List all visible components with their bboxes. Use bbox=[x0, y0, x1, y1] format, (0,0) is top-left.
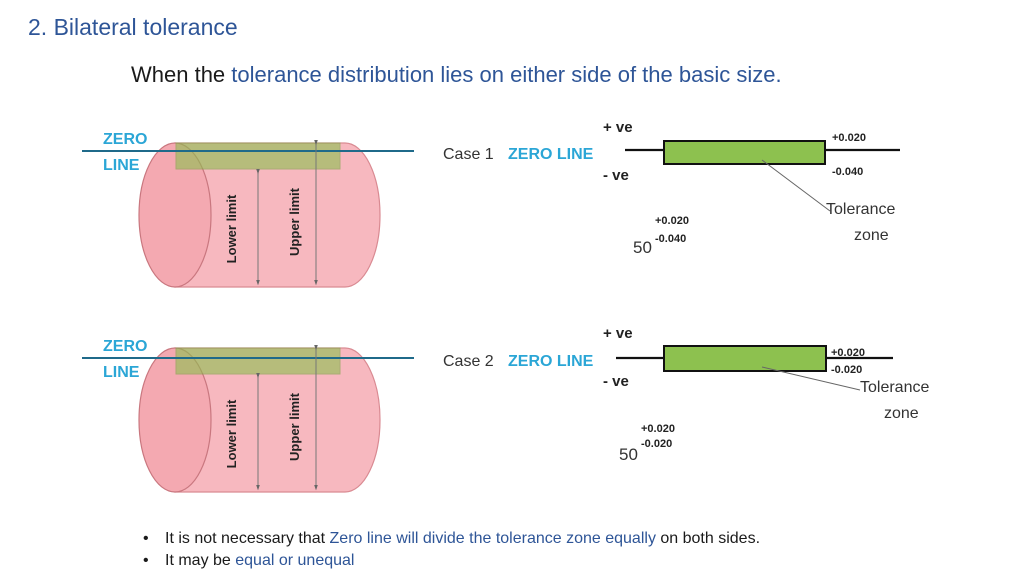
bullet-text-pre: It may be bbox=[165, 552, 236, 569]
bullet-text-post: on both sides. bbox=[655, 530, 761, 547]
bullet-item: • It is not necessary that Zero line will… bbox=[143, 528, 760, 550]
case2-sup: +0.020 bbox=[641, 423, 675, 435]
bullet-text-highlight: equal or unequal bbox=[235, 552, 355, 569]
bullet-list: • It is not necessary that Zero line will… bbox=[143, 528, 760, 572]
case1-upper-deviation: +0.020 bbox=[832, 132, 866, 144]
case2-tolerance-label-1: Tolerance bbox=[860, 379, 929, 396]
case2-tolerance-band bbox=[175, 347, 341, 375]
slide-title: 2. Bilateral tolerance bbox=[28, 14, 238, 40]
case1-upper-limit-label: Upper limit bbox=[287, 187, 302, 256]
case2-lower-deviation: -0.020 bbox=[831, 364, 862, 376]
case1-basic-size: 50 bbox=[633, 238, 652, 257]
case1-tolerance-label-2: zone bbox=[854, 227, 889, 244]
case2-basic-size: 50 bbox=[619, 445, 638, 464]
case1-tolerance-zone bbox=[663, 140, 826, 165]
case2-case-label: Case 2 bbox=[443, 353, 494, 370]
case1-zero-label-2: LINE bbox=[103, 157, 140, 174]
bullet-text-highlight: Zero line will divide the tolerance zone… bbox=[329, 530, 656, 547]
subtitle-highlight: tolerance distribution lies on either si… bbox=[231, 62, 782, 87]
case1-plus-ve: + ve bbox=[603, 119, 633, 136]
bullet-item: • It may be equal or unequal bbox=[143, 550, 760, 572]
case1-minus-ve: - ve bbox=[603, 167, 629, 184]
case1-cylinder-end bbox=[138, 142, 212, 288]
case2-zone-pointer bbox=[761, 366, 861, 391]
bullet-text-pre: It is not necessary that bbox=[165, 530, 330, 547]
case2-lower-limit-label: Lower limit bbox=[224, 399, 239, 468]
case1-sub: -0.040 bbox=[655, 233, 686, 245]
case1-cylinder-diagram: ZERO LINE Lower limit Upper limit bbox=[82, 131, 414, 288]
case2-upper-limit-label: Upper limit bbox=[287, 392, 302, 461]
case1-sup: +0.020 bbox=[655, 215, 689, 227]
case2-cylinder-diagram: ZERO LINE Lower limit Upper limit bbox=[82, 338, 414, 493]
bullet-marker: • bbox=[143, 552, 149, 569]
case1-zero-label-1: ZERO bbox=[103, 131, 147, 148]
case2-upper-deviation: +0.020 bbox=[831, 347, 865, 359]
bullet-marker: • bbox=[143, 530, 149, 547]
case1-case-label: Case 1 bbox=[443, 146, 494, 163]
case2-cylinder-body bbox=[174, 347, 381, 493]
case2-cylinder-end bbox=[138, 347, 212, 493]
case1-tolerance-label-1: Tolerance bbox=[826, 201, 895, 218]
subtitle-prefix: When the bbox=[131, 62, 232, 87]
case2-tolerance-zone bbox=[663, 345, 827, 372]
case1-tolerance-band bbox=[175, 142, 341, 170]
case1-zone-diagram: Case 1 ZERO LINE + ve - ve +0.020 -0.040… bbox=[443, 119, 900, 257]
slide-subtitle: When the tolerance distribution lies on … bbox=[131, 62, 782, 88]
case2-minus-ve: - ve bbox=[603, 373, 629, 390]
case2-plus-ve: + ve bbox=[603, 325, 633, 342]
case2-zero-label-2: LINE bbox=[103, 364, 140, 381]
case2-tolerance-label-2: zone bbox=[884, 405, 919, 422]
case2-zero-label-1: ZERO bbox=[103, 338, 147, 355]
case2-zero-line-label: ZERO LINE bbox=[508, 353, 594, 370]
case1-lower-limit-label: Lower limit bbox=[224, 194, 239, 263]
case2-sub: -0.020 bbox=[641, 438, 672, 450]
case1-cylinder-body bbox=[174, 142, 381, 288]
case1-lower-deviation: -0.040 bbox=[832, 166, 863, 178]
case1-zero-line-label: ZERO LINE bbox=[508, 146, 594, 163]
case1-zone-pointer bbox=[761, 159, 831, 212]
case2-zone-diagram: Case 2 ZERO LINE + ve - ve +0.020 -0.020… bbox=[443, 325, 929, 464]
